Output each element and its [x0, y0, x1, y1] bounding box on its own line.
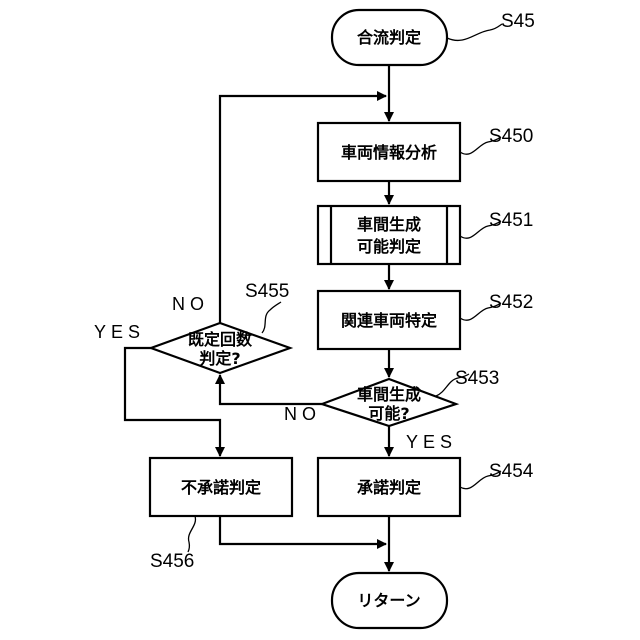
- edge-s456-to-merge: [220, 516, 386, 544]
- s455-step-label: S455: [245, 281, 289, 302]
- s454-step-label: S454: [489, 461, 534, 482]
- s456-process-text: 不承諾判定: [181, 478, 261, 497]
- s455-text-line1: 既定回数: [188, 330, 253, 349]
- s450-process-text: 車両情報分析: [341, 143, 437, 162]
- s452-step-label: S452: [489, 292, 533, 313]
- edge-s453-no-to-s455: [220, 375, 322, 404]
- s455-yes-label: YES: [94, 322, 145, 342]
- s451-text-line2: 可能判定: [357, 237, 421, 256]
- s455-leader: [262, 302, 281, 333]
- s450-step-label: S450: [489, 126, 533, 147]
- s454-process-text: 承諾判定: [357, 478, 421, 497]
- s45-leader: [447, 24, 502, 40]
- s452-process-text: 関連車両特定: [341, 311, 437, 330]
- end-terminal-text: リターン: [357, 591, 420, 610]
- s456-step-label: S456: [150, 551, 194, 572]
- s451-text-line1: 車間生成: [357, 215, 421, 234]
- s455-text-line2: 判定?: [199, 349, 240, 368]
- s455-no-label: NO: [172, 294, 209, 314]
- start-terminal-text: 合流判定: [357, 28, 421, 47]
- s453-text-line2: 可能?: [368, 404, 409, 423]
- s453-step-label: S453: [455, 368, 499, 389]
- s453-yes-label: YES: [406, 432, 457, 452]
- s453-no-label: NO: [284, 404, 321, 424]
- s45-step-label: S45: [501, 11, 535, 32]
- s456-leader: [188, 516, 195, 552]
- s451-step-label: S451: [489, 210, 533, 231]
- s453-text-line1: 車間生成: [357, 385, 421, 404]
